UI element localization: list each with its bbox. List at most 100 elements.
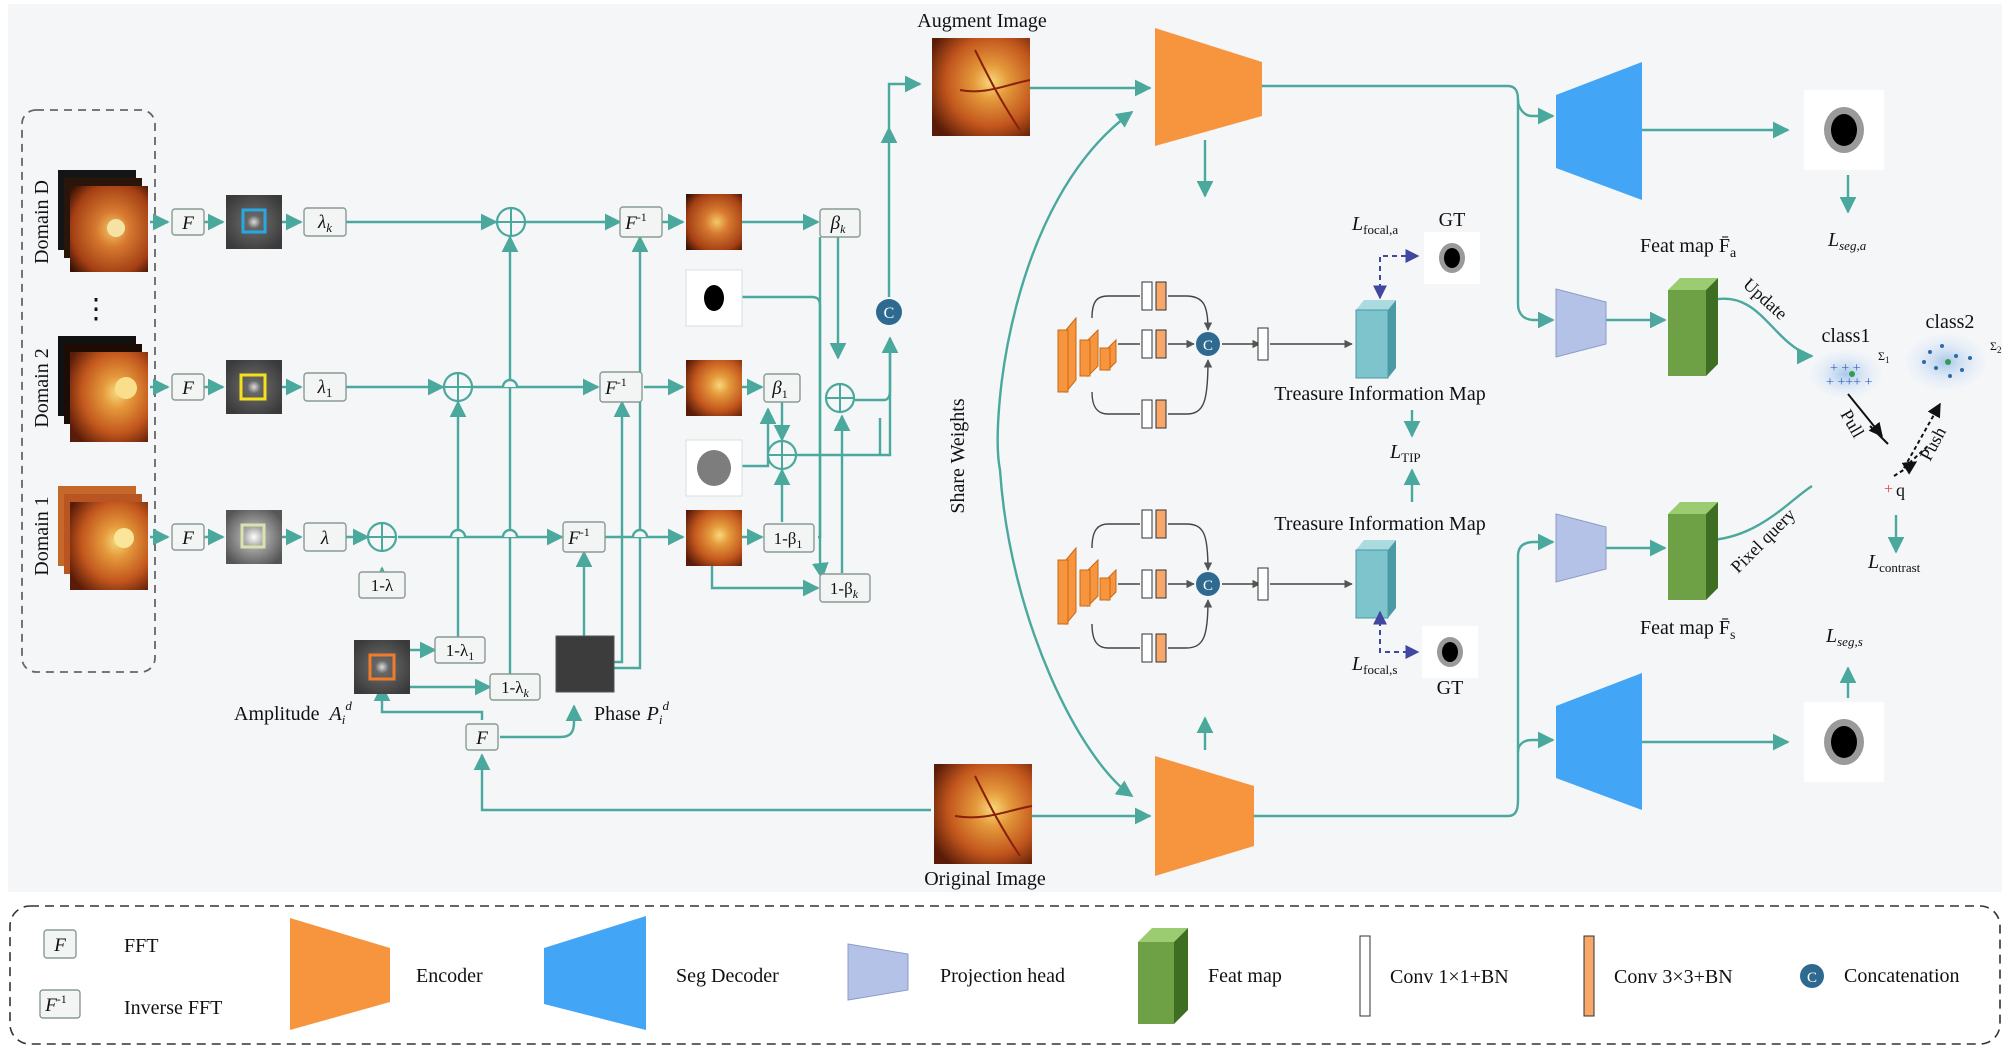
svg-text:Inverse FFT: Inverse FFT [124, 997, 222, 1019]
feat-map-top [1668, 278, 1718, 376]
fft-box-1: F [171, 523, 205, 551]
loss-focal-a: Lfocal,a [1351, 213, 1398, 237]
flow-lines-middle [996, 79, 1905, 825]
svg-text:λk: λk [317, 212, 332, 235]
mask-grey [685, 439, 743, 497]
legend-panel [9, 905, 2001, 1045]
feat-map-a-label: Feat map F̄a [1640, 235, 1737, 261]
svg-text:C: C [1203, 578, 1213, 594]
svg-text:F: F [181, 378, 194, 399]
svg-text:C: C [1203, 338, 1213, 354]
focal-a-arrow [1373, 249, 1420, 300]
loss-tip: LTIP [1389, 441, 1421, 465]
domain-d-label: Domain D [31, 180, 53, 264]
legend-projection-head: Projection head [847, 943, 1065, 1001]
spectrum-1 [226, 360, 282, 414]
svg-text:C: C [1807, 970, 1817, 986]
svg-text:1-λk: 1-λk [501, 678, 529, 700]
spectrum-k [226, 195, 282, 249]
one-minus-lambda-box: 1-λ [358, 571, 406, 599]
beta-k-box: βk [819, 208, 861, 238]
line-crossovers [449, 213, 649, 538]
legend-conv1: Conv 1×1+BN [1359, 935, 1509, 1017]
ifft-box-k: F-1 [619, 206, 663, 238]
legend-concat: C Concatenation [1800, 964, 1960, 988]
svg-text:+ + +: + + + [1830, 361, 1861, 376]
svg-text:1-β1: 1-β1 [774, 529, 803, 551]
legend-ifft: F-1 Inverse FFT [39, 989, 222, 1019]
loss-contrast: Lcontrast [1867, 551, 1921, 575]
svg-text:F: F [53, 935, 66, 956]
seg-output-top [1804, 90, 1884, 170]
fft-box-d: F [171, 208, 205, 236]
domain-1-images [58, 486, 148, 590]
seg-output-bottom [1804, 702, 1884, 782]
svg-text:βk: βk [830, 213, 846, 236]
recon-image-1 [686, 360, 742, 416]
svg-text:F: F [181, 213, 194, 234]
encoder-bottom [1155, 756, 1254, 876]
svg-text:Σ1: Σ1 [1878, 349, 1889, 365]
svg-text:F-1: F-1 [567, 525, 590, 549]
svg-text:F: F [181, 528, 194, 549]
phase-spectrum [555, 635, 615, 693]
feat-map-s-label: Feat map F̄s [1640, 617, 1735, 643]
original-image [934, 764, 1033, 864]
svg-text:1-λ1: 1-λ1 [446, 641, 474, 663]
legend-fft: F FFT [43, 929, 158, 959]
svg-text:β1: β1 [771, 378, 787, 401]
sum-node-crosses [368, 208, 854, 551]
svg-text:C: C [884, 305, 895, 322]
fft-box-2: F [171, 373, 205, 401]
domain-2-images [58, 336, 148, 442]
one-minus-lambda-1-box: 1-λ1 [434, 636, 486, 664]
encoder-top [1155, 28, 1262, 146]
domain-ellipsis: ⋮ [82, 294, 110, 325]
lambda-k-box: λk [303, 207, 347, 237]
svg-text:Conv 3×3+BN: Conv 3×3+BN [1614, 966, 1733, 988]
svg-text:+ +++ +: + +++ + [1826, 375, 1873, 390]
amplitude-spectrum [354, 640, 410, 694]
class2-cluster: Σ2 [1906, 334, 2001, 390]
recon-image-0 [686, 510, 742, 566]
main-panel [8, 4, 2002, 892]
ifft-box-0: F-1 [562, 521, 606, 553]
svg-text:1-βk: 1-βk [830, 579, 859, 601]
svg-text:F-1: F-1 [624, 210, 647, 234]
class1-cluster: + + + + +++ + Σ1 [1810, 349, 1889, 398]
feat-map-bottom [1668, 502, 1718, 600]
one-minus-lambda-k-box: 1-λk [489, 673, 541, 701]
flow-lines-left [150, 75, 931, 812]
seg-decoder-bottom [1556, 673, 1642, 810]
svg-text:F: F [475, 728, 488, 749]
legend-conv3: Conv 3×3+BN [1583, 935, 1733, 1017]
lambda-1-box: λ1 [303, 372, 347, 402]
legend-encoder: Encoder [290, 918, 483, 1030]
svg-text:Seg Decoder: Seg Decoder [676, 965, 779, 987]
q-label: q [1896, 480, 1905, 500]
one-minus-beta-1-box: 1-β1 [763, 523, 815, 553]
gt-top-label: GT [1439, 209, 1466, 231]
concat-node-left: C [876, 299, 902, 325]
share-weights-label: Share Weights [947, 398, 969, 513]
tim-top-label: Treasure Information Map [1274, 383, 1485, 405]
class1-label: class1 [1822, 325, 1871, 347]
spectrum-0 [226, 510, 282, 564]
svg-text:F-1: F-1 [604, 375, 627, 399]
svg-text:F-1: F-1 [44, 992, 67, 1016]
focal-s-arrow [1373, 610, 1420, 659]
class2-label: class2 [1926, 311, 1975, 333]
mask-black [685, 269, 743, 327]
svg-text:1-λ: 1-λ [371, 576, 394, 595]
svg-text:Concatenation: Concatenation [1844, 965, 1960, 987]
query-point: + [1884, 481, 1893, 498]
lambda-box: λ [303, 522, 347, 552]
gt-bottom-label: GT [1437, 677, 1464, 699]
svg-text:Projection head: Projection head [940, 965, 1065, 987]
original-image-label: Original Image [924, 868, 1046, 890]
tim-bottom-label: Treasure Information Map [1274, 513, 1485, 535]
domain-1-label: Domain 1 [31, 496, 53, 575]
gt-top-image [1424, 232, 1480, 284]
